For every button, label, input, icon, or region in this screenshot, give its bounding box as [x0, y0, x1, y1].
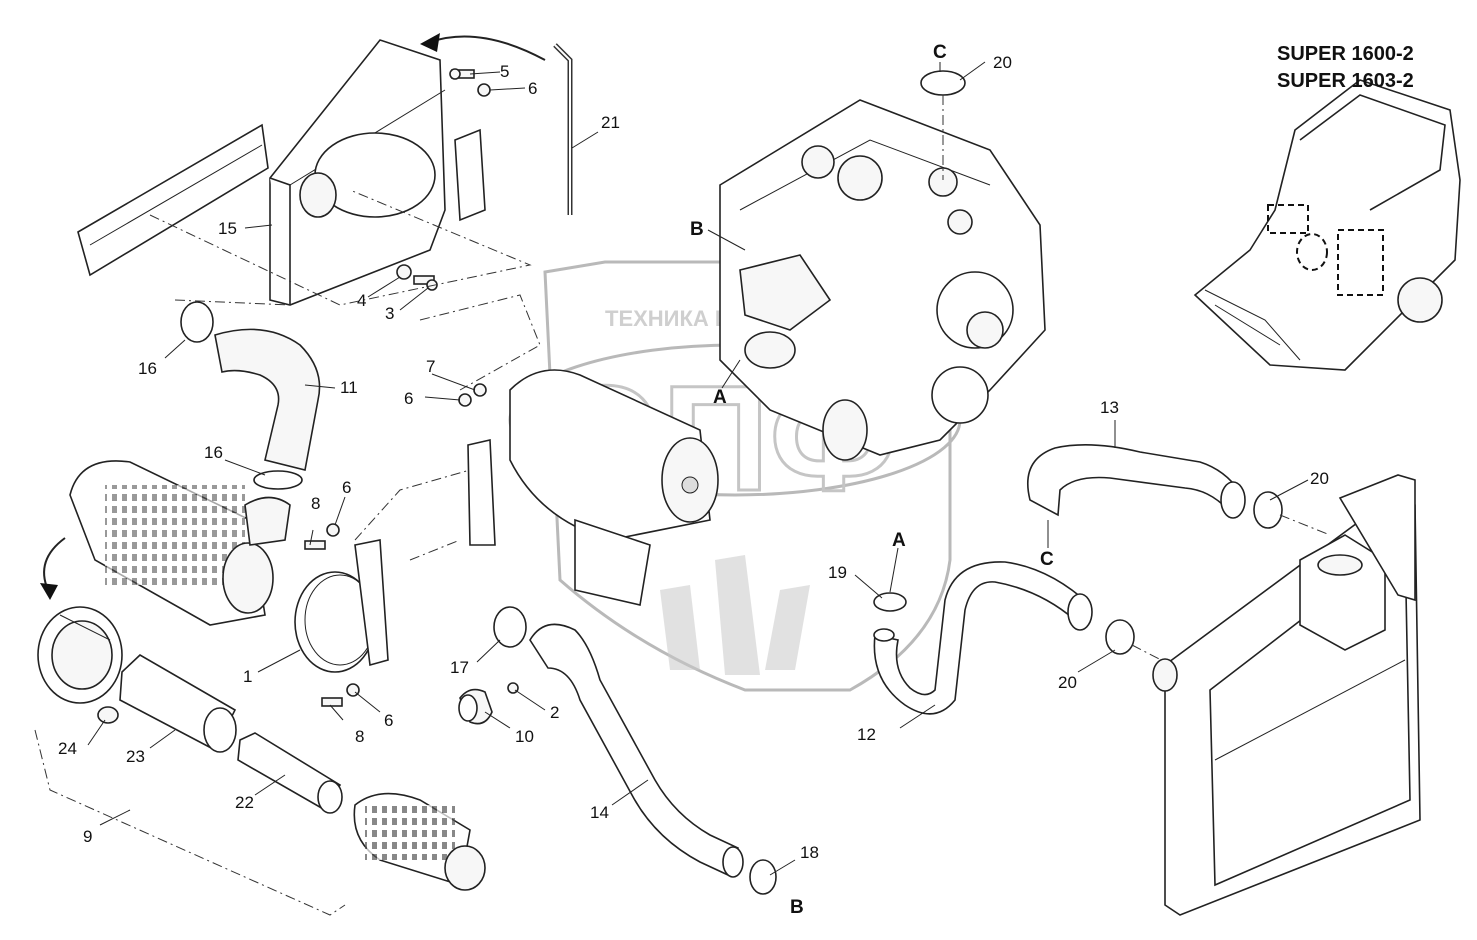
valve-24 [97, 706, 119, 724]
hose-14 [529, 623, 740, 877]
washer-6-mid [326, 523, 340, 537]
connector-C-top: C [933, 42, 947, 63]
callout-8: 8 [311, 494, 320, 513]
connector-A-top: A [713, 387, 727, 408]
leader-lines [87, 61, 1309, 876]
callout-9: 9 [83, 827, 92, 846]
callout-1: 1 [243, 667, 252, 686]
air-filter-housing [69, 460, 291, 626]
model-title-line-2: SUPER 1603-2 [1277, 70, 1414, 92]
clamp-16-lower [253, 470, 303, 490]
clamp-1 [294, 539, 389, 673]
callout-17: 17 [450, 658, 469, 677]
model-title-line-1: SUPER 1600-2 [1277, 43, 1414, 65]
filter-cover [37, 606, 123, 704]
washer-6-center [458, 393, 472, 407]
callout-19: 19 [828, 563, 847, 582]
callout-13: 13 [1100, 398, 1119, 417]
connector-B-top: B [690, 219, 704, 240]
callout-24: 24 [58, 739, 77, 758]
callout-6: 6 [384, 711, 393, 730]
clamp-18 [749, 859, 777, 895]
bolt-3 [413, 275, 438, 291]
engine [719, 99, 1046, 461]
callouts: 5 6 21 15 4 3 16 11 7 6 16 8 6 1 8 6 24 … [58, 53, 1329, 862]
bolt-8-upper [304, 540, 326, 550]
callout-11: 11 [340, 378, 358, 397]
callout-22: 22 [235, 793, 254, 812]
callout-20: 20 [1310, 469, 1329, 488]
callout-5: 5 [500, 62, 509, 81]
callout-6: 6 [404, 389, 413, 408]
callout-16: 16 [204, 443, 223, 462]
callout-7: 7 [426, 357, 435, 376]
callout-10: 10 [515, 727, 534, 746]
callout-8: 8 [355, 727, 364, 746]
rod-21 [553, 43, 573, 215]
rotate-arrow-left [43, 537, 66, 591]
filter-assembly-9 [353, 792, 486, 891]
hose-13 [1026, 444, 1241, 517]
callout-23: 23 [126, 747, 145, 766]
washer-6-top [477, 83, 491, 97]
callout-20: 20 [993, 53, 1012, 72]
clamp-20-right [1253, 491, 1283, 529]
wheat-emblem [660, 555, 810, 675]
clamp-20-top [920, 70, 966, 96]
callout-16: 16 [138, 359, 157, 378]
washer-4 [396, 264, 412, 280]
callout-20: 20 [1058, 673, 1077, 692]
fan-unit [509, 369, 719, 606]
rotate-arrow-top [429, 35, 546, 61]
connector-letters: C B A A C B [690, 42, 1054, 918]
clamp-16-top [180, 301, 214, 343]
bracket-plate [467, 439, 496, 546]
clamp-20-mid [1105, 619, 1135, 655]
bolt-8-lower [321, 697, 343, 707]
callout-12: 12 [857, 725, 876, 744]
side-panel [77, 123, 269, 277]
callout-4: 4 [357, 291, 366, 310]
shroud-15 [269, 39, 486, 306]
callout-15: 15 [218, 219, 237, 238]
hose-11 [214, 328, 321, 471]
radiator [1152, 474, 1421, 916]
callout-14: 14 [590, 803, 609, 822]
nut-7 [473, 383, 487, 397]
connector-B-bottom: B [790, 897, 804, 918]
connector-A-mid: A [892, 530, 906, 551]
callout-3: 3 [385, 304, 394, 323]
callout-18: 18 [800, 843, 819, 862]
callout-2: 2 [550, 703, 559, 722]
clamp-17 [493, 606, 527, 648]
callout-6: 6 [342, 478, 351, 497]
connector-C-mid: C [1040, 549, 1054, 570]
callout-6: 6 [528, 79, 537, 98]
inset-machine [1193, 79, 1461, 371]
callout-21: 21 [601, 113, 620, 132]
